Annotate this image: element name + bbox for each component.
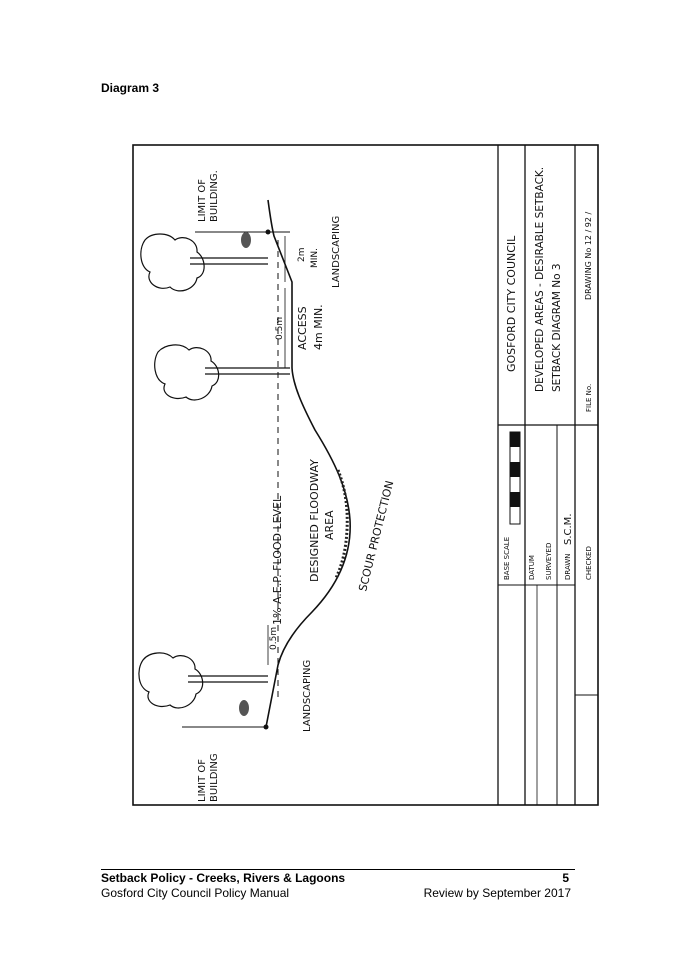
dim-2m-label-2: MIN. <box>310 248 320 268</box>
footer-manual: Gosford City Council Policy Manual <box>101 886 290 900</box>
footer-rule <box>101 869 575 870</box>
tree-left <box>138 652 268 709</box>
limit-building-left-2: BUILDING <box>209 753 220 802</box>
shrubs <box>239 232 251 716</box>
title-line-1: DEVELOPED AREAS - DESIRABLE SETBACK. <box>534 167 546 392</box>
base-scale-label: BASE SCALE <box>503 537 511 580</box>
diagram-heading: Diagram 3 <box>101 81 160 95</box>
checked-label: CHECKED <box>585 546 593 580</box>
limit-building-right-1: LIMIT OF <box>197 179 208 222</box>
floodway-label-2: AREA <box>323 510 336 540</box>
drawn-label: DRAWN <box>564 553 572 580</box>
tree-middle <box>154 344 290 401</box>
title-line-2: SETBACK DIAGRAM No 3 <box>551 263 563 392</box>
footer-title: Setback Policy - Creeks, Rivers & Lagoon… <box>101 871 346 885</box>
drawing-no: DRAWING No 12 / 92 / <box>584 211 593 300</box>
tree-right <box>140 233 268 292</box>
file-no-label: FILE No. <box>585 384 593 412</box>
drawing-frame <box>132 144 599 806</box>
dim-05-right: 0.5m <box>275 317 285 340</box>
footer-review: Review by September 2017 <box>423 886 571 900</box>
footer-line-1: Setback Policy - Creeks, Rivers & Lagoon… <box>101 871 571 885</box>
ground-profile <box>265 199 351 728</box>
council-name: GOSFORD CITY COUNCIL <box>505 235 518 372</box>
landscaping-right-label: LANDSCAPING <box>331 216 342 288</box>
flood-level-label: 1% A.E.P. FLOOD LEVEL <box>271 495 284 625</box>
access-label-1: ACCESS <box>296 306 309 350</box>
access-label-2: 4m MIN. <box>312 304 325 350</box>
page-number: 5 <box>562 871 569 885</box>
drawn-by: S.C.M. <box>563 514 574 546</box>
surveyed-label: SURVEYED <box>545 543 553 580</box>
footer-line-2: Gosford City Council Policy Manual Revie… <box>101 886 571 900</box>
landscaping-left-label: LANDSCAPING <box>302 660 313 732</box>
title-block: GOSFORD CITY COUNCIL DEVELOPED AREAS - D… <box>497 145 598 805</box>
dim-2m-label-1: 2m <box>297 248 307 263</box>
floodway-label-1: DESIGNED FLOODWAY <box>308 459 321 582</box>
dim-05-left: 0.5m <box>269 627 279 650</box>
scour-protection-label: SCOUR PROTECTION <box>356 479 396 592</box>
limit-building-right-2: BUILDING. <box>209 170 220 222</box>
limit-building-left-1: LIMIT OF <box>197 759 208 802</box>
scour-protection-hatch <box>334 469 349 579</box>
datum-label: DATUM <box>528 555 536 580</box>
